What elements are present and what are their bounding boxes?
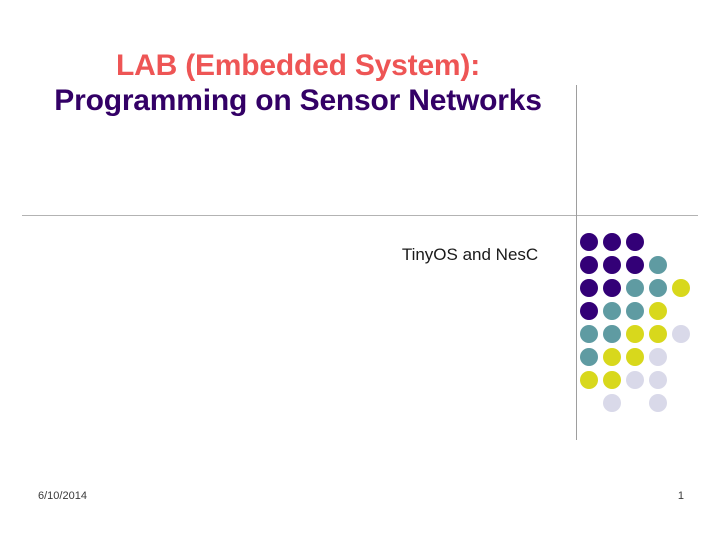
- decorative-dot-lavender: [649, 348, 667, 366]
- vertical-divider: [576, 85, 577, 440]
- decorative-dot-lavender: [649, 394, 667, 412]
- decorative-dot-purple: [580, 279, 598, 297]
- decorative-dot-purple: [626, 233, 644, 251]
- decorative-dot-purple: [603, 279, 621, 297]
- decorative-dot-purple: [603, 233, 621, 251]
- decorative-dot-teal: [649, 256, 667, 274]
- decorative-dot-teal: [626, 302, 644, 320]
- slide-title: LAB (Embedded System): Programming on Se…: [18, 48, 578, 119]
- decorative-dot-yellow: [626, 325, 644, 343]
- decorative-dot-purple: [580, 233, 598, 251]
- decorative-dot-lavender: [603, 394, 621, 412]
- slide-subtitle: TinyOS and NesC: [401, 245, 539, 264]
- decorative-dot-yellow: [672, 279, 690, 297]
- footer-date: 6/10/2014: [38, 490, 87, 502]
- decorative-dot-teal: [603, 302, 621, 320]
- horizontal-divider: [22, 215, 698, 216]
- decorative-dot-yellow: [603, 348, 621, 366]
- decorative-dot-purple: [580, 256, 598, 274]
- footer-page-number: 1: [677, 490, 684, 502]
- decorative-dot-yellow: [580, 371, 598, 389]
- decorative-dot-yellow: [649, 325, 667, 343]
- title-line-primary: LAB (Embedded System):: [116, 49, 480, 82]
- decorative-dot-lavender: [672, 325, 690, 343]
- title-line-secondary: Programming on Sensor Networks: [54, 84, 542, 118]
- decorative-dot-teal: [649, 279, 667, 297]
- decorative-dot-lavender: [626, 371, 644, 389]
- decorative-dot-purple: [580, 302, 598, 320]
- decorative-dot-yellow: [626, 348, 644, 366]
- decorative-dot-teal: [580, 348, 598, 366]
- decorative-dot-teal: [603, 325, 621, 343]
- decorative-dot-yellow: [603, 371, 621, 389]
- decorative-dot-teal: [580, 325, 598, 343]
- decorative-dot-purple: [603, 256, 621, 274]
- decorative-dot-lavender: [649, 371, 667, 389]
- dot-grid-decoration: [580, 233, 710, 423]
- decorative-dot-teal: [626, 279, 644, 297]
- decorative-dot-purple: [626, 256, 644, 274]
- decorative-dot-yellow: [649, 302, 667, 320]
